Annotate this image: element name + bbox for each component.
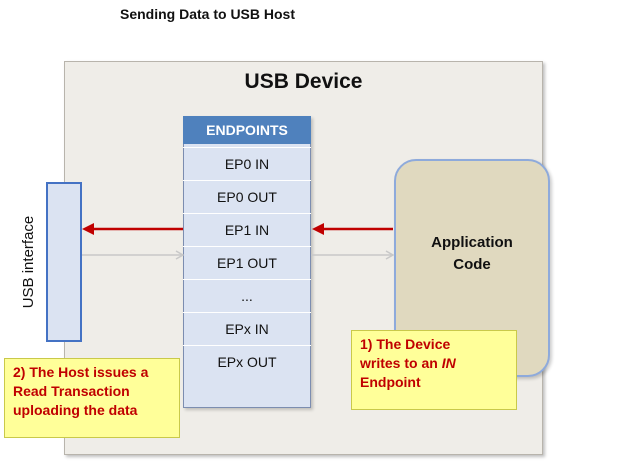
application-line2: Code [453,256,491,273]
application-line1: Application [431,234,513,251]
endpoint-row: EPx OUT [183,345,311,378]
endpoint-row: EP0 IN [183,147,311,180]
host-read-note: 2) The Host issues a Read Transaction up… [4,358,180,438]
note-host-line2: Read Transaction [13,383,130,399]
note-device-line3: Endpoint [360,374,421,390]
endpoints-header: ENDPOINTS [183,116,311,144]
note-host-line1: 2) The Host issues a [13,364,149,380]
note-host-line3: uploading the data [13,402,138,418]
inactive-arrowhead-right [385,250,395,260]
usb-interface-box [46,182,82,342]
endpoint-row: EPx IN [183,312,311,345]
endpoint-row: EP1 IN [183,213,311,246]
endpoint-row: ... [183,279,311,312]
device-writes-note: 1) The Device writes to an IN Endpoint [351,330,517,410]
usb-device-label: USB Device [244,70,363,93]
note-device-line2: writes to an IN [360,354,508,373]
note-device-line2-em: IN [441,355,456,371]
endpoint-row: EP0 OUT [183,180,311,213]
page-title: Sending Data to USB Host [120,6,296,22]
endpoint-row: EP1 OUT [183,246,311,279]
endpoints-table [183,116,311,408]
note-device-line1: 1) The Device [360,336,451,352]
inactive-arrowhead-left [175,250,185,260]
read-arrowhead [82,223,94,235]
note-device-line2-prefix: writes to an [360,355,442,371]
application-code-label: Application Code [394,232,550,276]
write-arrowhead [312,223,324,235]
